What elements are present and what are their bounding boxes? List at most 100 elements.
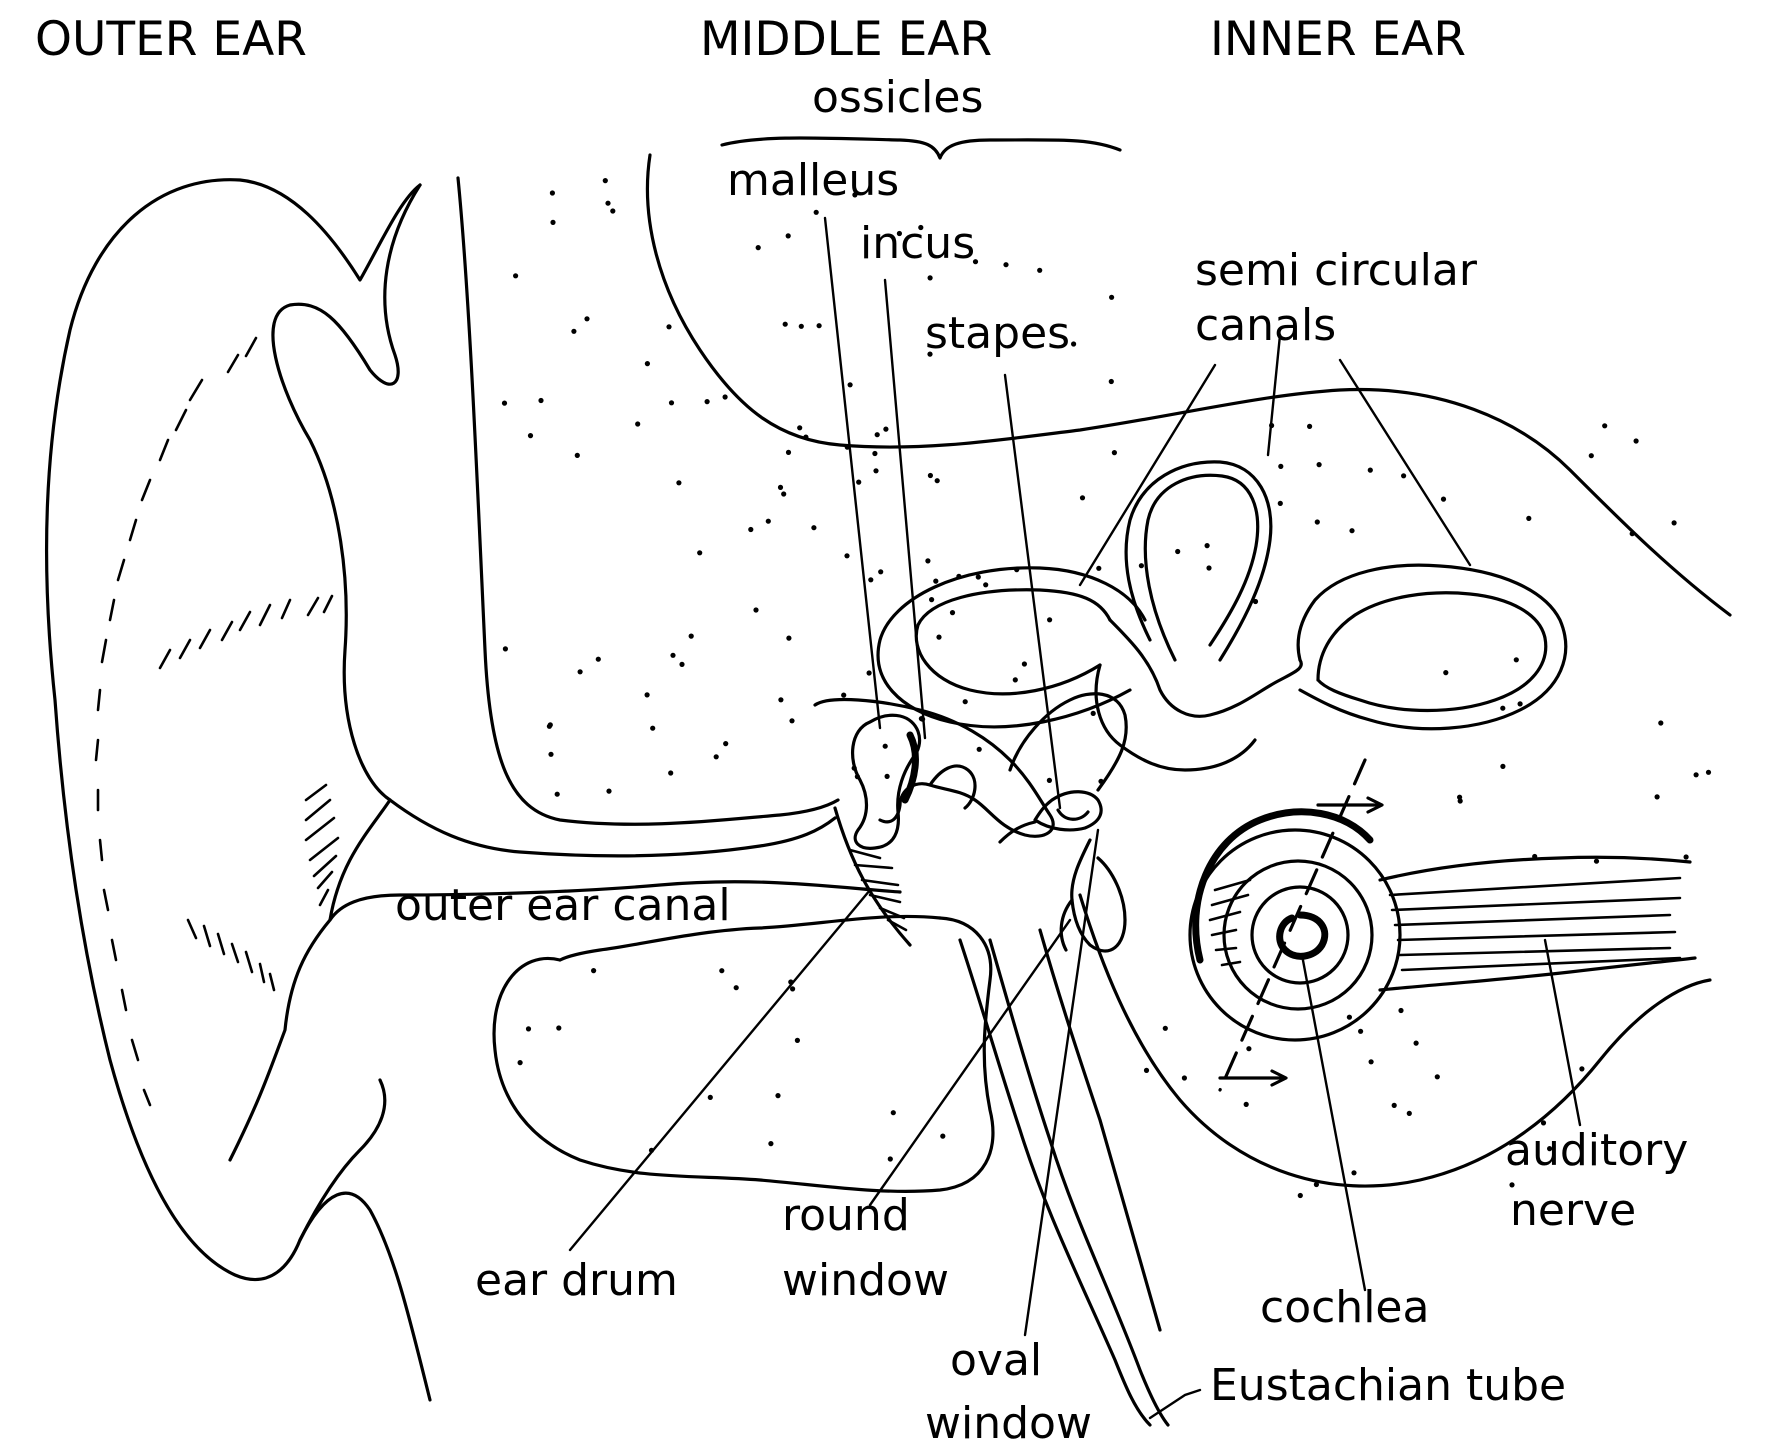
stipple-dot [798, 323, 804, 329]
stipple-dot [781, 491, 787, 497]
stipple-dot [1368, 1059, 1374, 1065]
label-semicircular-line2: canals [1195, 300, 1336, 351]
stipple-dot [577, 669, 583, 675]
stipple-dot [1204, 543, 1210, 549]
stipple-dot [1037, 267, 1043, 273]
stipple-dot [1181, 1075, 1187, 1081]
stipple-dot [1096, 565, 1102, 571]
stipple-dot [1705, 769, 1712, 775]
labels: OUTER EAR MIDDLE EAR INNER EAR ossicles … [35, 12, 1688, 1449]
label-eustachian-tube: Eustachian tube [1210, 1360, 1566, 1411]
label-incus: incus [860, 218, 975, 269]
stipple-dot [1046, 777, 1052, 784]
stipple-dot [1443, 670, 1449, 676]
leader-auditory-nerve [1543, 938, 1582, 1127]
stipple-dot [1314, 519, 1320, 525]
leader-round-window [868, 918, 1072, 1207]
stipple-dot [1012, 677, 1018, 683]
stipple-dot [868, 577, 874, 583]
stipple-dot [794, 1037, 801, 1043]
label-stapes: stapes [925, 308, 1070, 359]
stipple-dot [1143, 1067, 1150, 1073]
stipple-dot [697, 550, 703, 556]
stipple-dot [856, 479, 862, 485]
stipple-dot [1602, 423, 1608, 429]
stipple-dot [1252, 598, 1259, 605]
stipple-dot [546, 723, 553, 729]
stipple-dot [1540, 1120, 1547, 1126]
stipple-dot [1593, 858, 1600, 864]
stipple-dot [513, 273, 519, 279]
stipple-dot [1500, 763, 1506, 770]
stipple-dot [1683, 854, 1689, 860]
stipple-dot [1047, 617, 1053, 623]
stipple-dot [1588, 453, 1594, 459]
stipple-dot [844, 553, 850, 559]
stipple-dot [936, 634, 942, 640]
stipple-dot [1579, 1066, 1585, 1072]
stipple-dot [666, 324, 672, 330]
stipple-dot [733, 985, 739, 991]
stipple-dot [1367, 467, 1373, 473]
pinna-outline [44, 178, 432, 1402]
label-cochlea: cochlea [1260, 1282, 1429, 1333]
stipple-dot [785, 449, 792, 455]
stipple-dot [1671, 520, 1677, 526]
stipple-dot [1346, 1014, 1352, 1020]
stipple-dot [635, 421, 641, 427]
leader-incus [883, 278, 927, 740]
stipple-dot [882, 743, 888, 749]
stipple-dot [940, 1133, 946, 1139]
stipple-dot [933, 578, 939, 584]
label-ossicles: ossicles [812, 72, 983, 123]
stipple-dot [606, 788, 612, 794]
label-oval-window-line2: window [925, 1398, 1092, 1449]
label-auditory-nerve-line1: auditory [1505, 1125, 1688, 1176]
label-semicircular-line1: semi circular [1195, 245, 1478, 296]
stipple-dot [1313, 1181, 1319, 1188]
outer-ear-canal [328, 798, 902, 922]
stipple-dot [1351, 1170, 1357, 1176]
stipple-dot [550, 219, 556, 225]
stipple-dot [1358, 1028, 1364, 1034]
stipple-dot [650, 725, 656, 731]
stipple-dot [786, 635, 792, 641]
stipple-dot [501, 400, 508, 406]
stipple-dot [896, 230, 903, 237]
stipple-dot [1111, 450, 1117, 456]
stipple-dot [929, 597, 935, 603]
leader-semicircular-b [1266, 333, 1282, 457]
stipple-dot [1509, 1182, 1515, 1188]
label-ear-drum: ear drum [475, 1255, 678, 1306]
stipple-dot [777, 484, 784, 490]
incus-bone [813, 697, 1055, 838]
windows-region [1008, 692, 1128, 953]
stipple-dot [983, 582, 989, 588]
auditory-nerve [1378, 855, 1697, 992]
stipple-dot [571, 328, 577, 334]
stipple-dot [605, 200, 611, 206]
label-oval-window-line1: oval [950, 1335, 1042, 1386]
stipple-dot [890, 1110, 896, 1116]
stipple-dot [1440, 496, 1447, 502]
label-outer-ear-canal: outer ear canal [395, 880, 731, 931]
leader-cochlea [1300, 953, 1367, 1292]
stipple-dot [1693, 772, 1699, 778]
stipple-dot [949, 610, 956, 616]
stipple-dot [713, 754, 719, 760]
stipple-dot [670, 652, 676, 658]
stipple-dot [1500, 705, 1506, 711]
stipple-dot [1278, 463, 1284, 469]
stipple-dot [768, 1141, 774, 1147]
stipple-dot [813, 209, 819, 215]
stipple-dot [872, 450, 878, 457]
stipple-dot [676, 480, 682, 486]
malleus-bone [851, 713, 922, 850]
stipple-dot [852, 192, 858, 198]
ear-drum [833, 806, 912, 947]
stipple-dot [748, 526, 754, 533]
stipple-dot [884, 773, 890, 780]
stipple-dot [866, 670, 872, 676]
